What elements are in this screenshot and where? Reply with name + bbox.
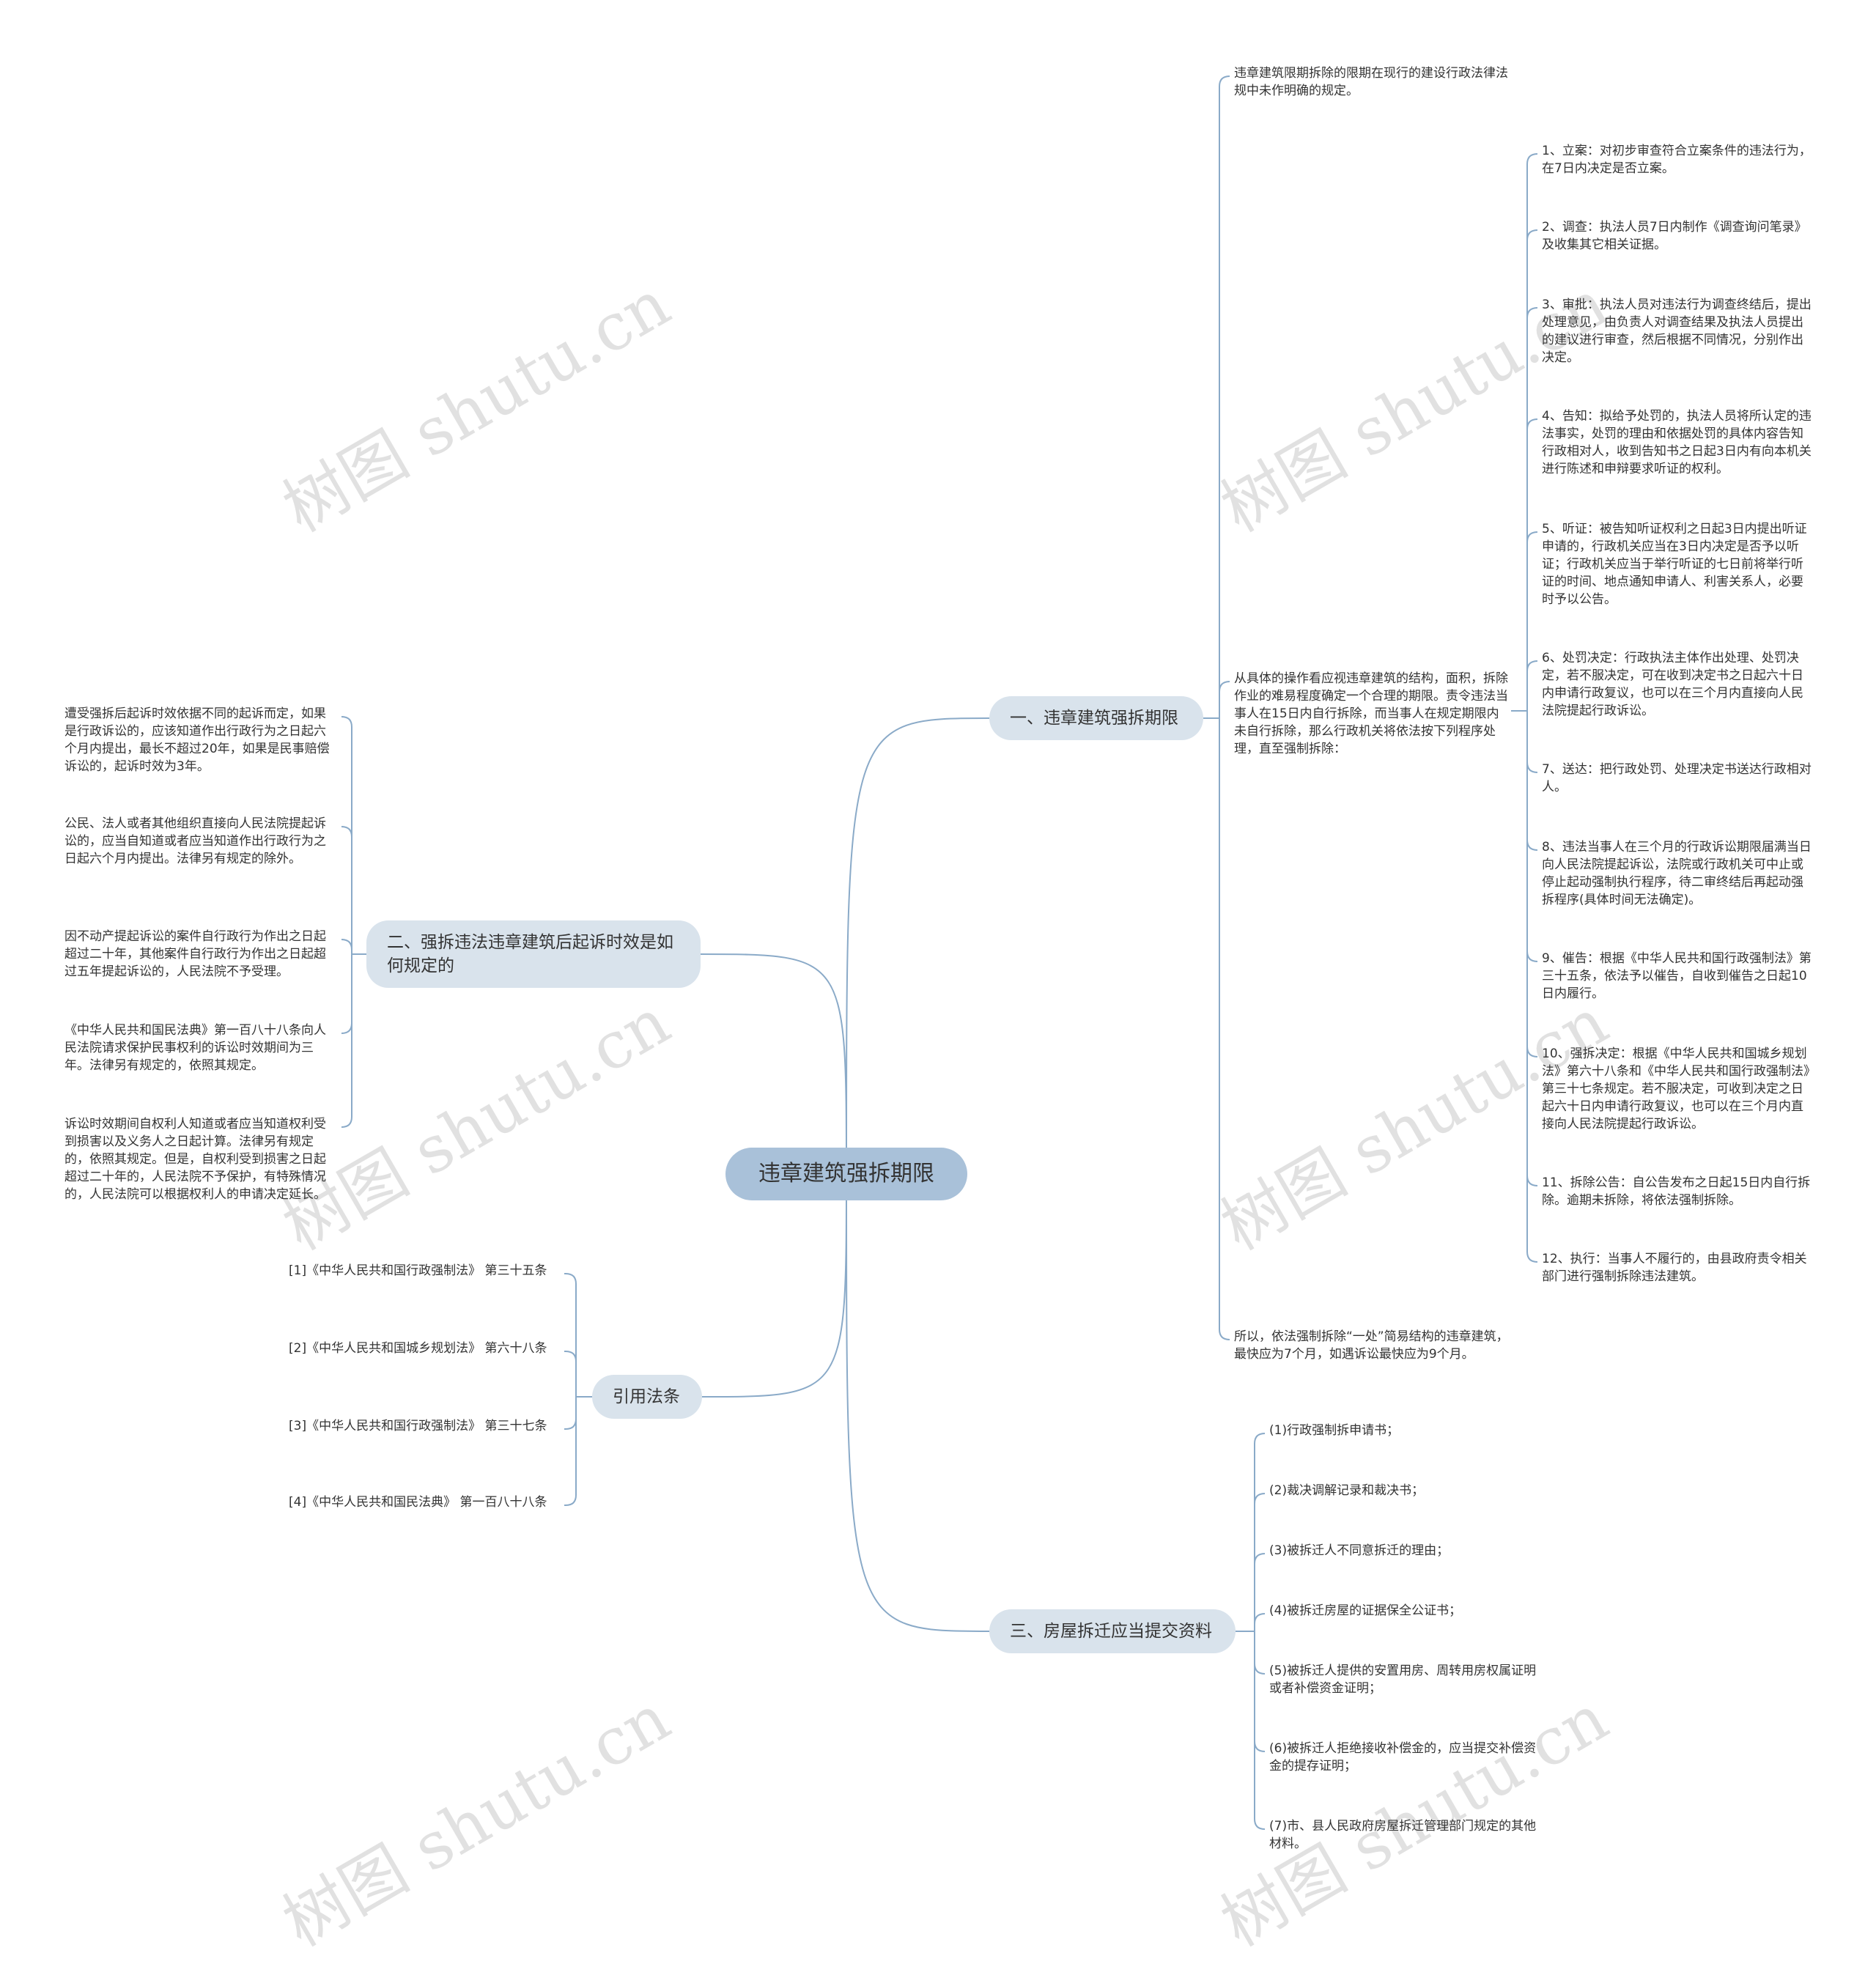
- branch-4-topic[interactable]: 引用法条: [592, 1375, 702, 1419]
- b2-link-3: [341, 939, 352, 954]
- b1-step-7: 7、送达：把行政处罚、处理决定书送达行政相对人。: [1542, 762, 1812, 794]
- b1-steps-link-9: [1526, 711, 1538, 962]
- b1-steps-link-10: [1526, 711, 1538, 1057]
- b1-step-8: 8、违法当事人在三个月的行政诉讼期限届满当日向人民法院提起诉讼，法院或行政机关可…: [1542, 840, 1812, 907]
- b3-link-3: [1254, 1553, 1266, 1631]
- b3-child-7: (7)市、县人民政府房屋拆迁管理部门规定的其他材料。: [1269, 1819, 1537, 1851]
- connector-lines: [341, 75, 1538, 1830]
- b1-step-9: 9、催告：根据《中华人民共和国行政强制法》第三十五条，依法予以催告，自收到催告之…: [1542, 951, 1812, 1001]
- b2-link-2: [341, 826, 352, 954]
- b1-steps-link-12: [1526, 711, 1538, 1263]
- b1-steps-link-4: [1526, 418, 1538, 711]
- b1-step-10: 10、强拆决定：根据《中华人民共和国城乡规划法》第六十八条和《中华人民共和国行政…: [1542, 1046, 1810, 1131]
- root-to-b3: [846, 1173, 990, 1632]
- b3-link-4: [1254, 1613, 1266, 1631]
- b1-steps-link-3: [1526, 307, 1538, 711]
- b4-link-2: [564, 1351, 577, 1397]
- b1-steps-link-6: [1526, 660, 1538, 711]
- mind-map-canvas: 树图 shutu.cn 树图 shutu.cn 树图 shutu.cn 树图 s…: [64, 66, 1812, 1961]
- b3-child-5: (5)被拆迁人提供的安置用房、周转用房权属证明或者补偿资金证明；: [1269, 1664, 1537, 1696]
- b1-steps-link-5: [1526, 531, 1538, 711]
- b3-link-1: [1254, 1433, 1266, 1631]
- b2-link-5: [341, 954, 352, 1128]
- b4-link-4: [564, 1397, 577, 1506]
- b3-child-6: (6)被拆迁人拒绝接收补偿金的，应当提交补偿资金的提存证明；: [1269, 1741, 1537, 1773]
- b1-step-4: 4、告知：拟给予处罚的，执法人员将所认定的违法事实，处罚的理由和依据处罚的具体内…: [1542, 409, 1812, 476]
- b1-steps-link-2: [1526, 229, 1538, 711]
- b1-link-2: [1219, 681, 1230, 718]
- root-topic[interactable]: 违章建筑强拆期限: [725, 1148, 967, 1200]
- b1-step-1: 1、立案：对初步审查符合立案条件的违法行为，在7日内决定是否立案。: [1542, 144, 1812, 176]
- b2-child-1: 遭受强拆后起诉时效依据不同的起诉而定，如果是行政诉讼的，应该知道作出行政行为之日…: [64, 706, 330, 774]
- b2-child-2: 公民、法人或者其他组织直接向人民法院提起诉讼的，应当自知道或者应当知道作出行政行…: [64, 816, 326, 866]
- b3-child-2: (2)裁决调解记录和裁决书；: [1269, 1483, 1425, 1498]
- branch-1-topic[interactable]: 一、违章建筑强拆期限: [989, 696, 1203, 740]
- b1-step-5: 5、听证：被告知听证权利之日起3日内提出听证申请的，行政机关应当在3日内决定是否…: [1542, 522, 1807, 607]
- b2-child-4: 《中华人民共和国民法典》第一百八十八条向人民法院请求保护民事权利的诉讼时效期间为…: [64, 1023, 326, 1073]
- b1-steps-link-7: [1526, 711, 1538, 773]
- b3-child-1: (1)行政强制拆申请书；: [1269, 1423, 1400, 1438]
- b1-step-2: 2、调查：执法人员7日内制作《调查询问笔录》及收集其它相关证据。: [1542, 220, 1807, 252]
- b1-steps-link-8: [1526, 711, 1538, 851]
- b2-child-3: 因不动产提起诉讼的案件自行政行为作出之日起超过二十年，其他案件自行政行为作出之日…: [64, 929, 326, 979]
- b3-link-6: [1254, 1631, 1266, 1752]
- b4-link-3: [564, 1397, 577, 1430]
- b4-link-1: [564, 1273, 577, 1397]
- b1-step-12: 12、执行：当事人不履行的，由县政府责令相关部门进行强制拆除违法建筑。: [1542, 1252, 1807, 1284]
- b1-link-3: [1219, 718, 1230, 1340]
- b1-step-11: 11、拆除公告：自公告发布之日起15日内自行拆除。逾期未拆除，将依法强制拆除。: [1542, 1175, 1811, 1208]
- root-to-b1: [846, 717, 990, 1175]
- b3-link-7: [1254, 1631, 1266, 1830]
- b4-child-2: [2]《中华人民共和国城乡规划法》 第六十八条: [289, 1341, 547, 1356]
- b1-child-3: 所以，依法强制拆除“一处”简易结构的违章建筑，最快应为7个月，如遇诉讼最快应为9…: [1234, 1329, 1509, 1362]
- b3-child-4: (4)被拆迁房屋的证据保全公证书；: [1269, 1603, 1462, 1618]
- branch-2-topic[interactable]: 二、强拆违法违章建筑后起诉时效是如何规定的: [366, 920, 701, 988]
- b1-steps-link-1: [1526, 153, 1538, 711]
- b1-step-6: 6、处罚决定：行政执法主体作出处理、处罚决定，若不服决定，可在收到决定书之日起六…: [1542, 651, 1803, 718]
- b1-child-2: 从具体的操作看应视违章建筑的结构，面积，拆除作业的难易程度确定一个合理的期限。责…: [1234, 671, 1508, 756]
- branch-3-topic[interactable]: 三、房屋拆迁应当提交资料: [989, 1609, 1236, 1653]
- b1-link-1: [1219, 75, 1230, 718]
- root-to-b4: [701, 1173, 847, 1398]
- b1-steps-link-11: [1526, 711, 1538, 1186]
- b3-link-2: [1254, 1493, 1266, 1631]
- b1-child-1: 违章建筑限期拆除的限期在现行的建设行政法律法规中未作明确的规定。: [1234, 66, 1508, 98]
- root-to-b2: [700, 953, 847, 1175]
- b2-child-5: 诉讼时效期间自权利人知道或者应当知道权利受到损害以及义务人之日起计算。法律另有规…: [64, 1117, 326, 1202]
- b1-step-3: 3、审批：执法人员对违法行为调查终结后，提出处理意见，由负责人对调查结果及执法人…: [1542, 298, 1812, 365]
- b3-child-3: (3)被拆迁人不同意拆迁的理由；: [1269, 1543, 1450, 1558]
- b4-child-1: [1]《中华人民共和国行政强制法》 第三十五条: [289, 1263, 547, 1278]
- b3-link-5: [1254, 1631, 1266, 1675]
- b4-child-3: [3]《中华人民共和国行政强制法》 第三十七条: [289, 1419, 547, 1433]
- b2-link-4: [341, 954, 352, 1034]
- b4-child-4: [4]《中华人民共和国民法典》 第一百八十八条: [289, 1495, 547, 1510]
- b2-link-1: [341, 716, 352, 954]
